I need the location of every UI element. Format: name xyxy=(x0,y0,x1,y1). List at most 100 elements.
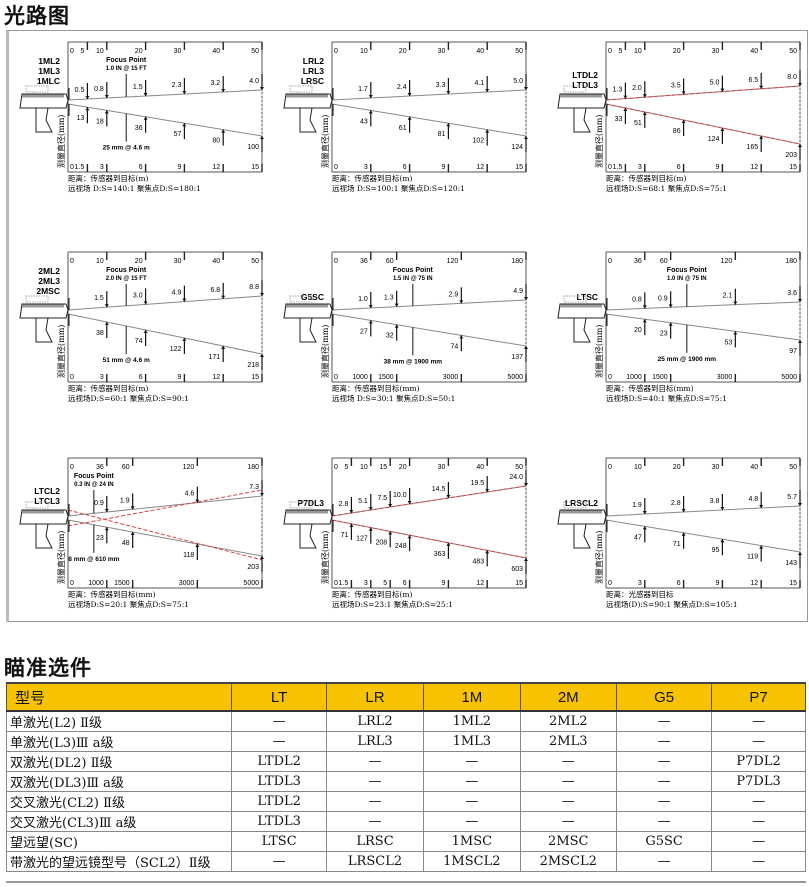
top-tick-label: 40 xyxy=(476,48,484,55)
lower-value-label: 208 xyxy=(376,539,388,546)
top-tick-label: 40 xyxy=(212,48,220,55)
arrow-head xyxy=(182,338,187,341)
sight-scope-outline xyxy=(25,85,49,93)
bottom-tick-label: 6 xyxy=(403,580,407,587)
top-tick-label: 36 xyxy=(96,464,104,471)
arrow-head xyxy=(221,89,226,92)
gun-grip xyxy=(35,523,53,549)
beam-upper-edge xyxy=(331,299,527,311)
y-axis-label: 测量直径(mm) xyxy=(56,115,66,168)
top-tick-label: 20 xyxy=(673,48,681,55)
arrow-head xyxy=(759,545,764,549)
top-tick-label: 120 xyxy=(447,258,459,265)
y-axis-label: 测量直径(mm) xyxy=(56,325,66,378)
table-cell: — xyxy=(615,791,713,812)
table-cell: — xyxy=(615,731,713,752)
bottom-tick-label: 6 xyxy=(139,374,143,381)
arrow-head xyxy=(720,128,725,131)
sight-scope-outline xyxy=(563,295,587,303)
lower-value-label: 81 xyxy=(438,131,446,138)
upper-value-label: 1.9 xyxy=(120,497,130,504)
table-cell: G5SC xyxy=(615,831,713,852)
bottom-tick-label: 15 xyxy=(515,164,523,171)
lower-value-label: 51 xyxy=(634,120,642,127)
optical-diagrams-frame xyxy=(6,30,808,622)
lower-value-label: 53 xyxy=(725,339,733,346)
arrow-head xyxy=(759,505,764,508)
beam-upper-edge xyxy=(331,89,527,101)
arrow-head xyxy=(642,112,647,115)
sight-scope-outline xyxy=(289,501,313,509)
arrow-head xyxy=(260,493,264,496)
model-label: 2MSC xyxy=(36,286,60,296)
arrow-head xyxy=(623,95,628,99)
arrow-head xyxy=(446,91,451,94)
ratio-caption: 远视场D:S=20:1 聚焦点D:S=75:1 xyxy=(68,599,189,609)
arrow-head xyxy=(668,322,673,326)
lower-value-label: 119 xyxy=(747,554,758,561)
arrow-head xyxy=(388,531,393,535)
top-tick-label: 0 xyxy=(608,464,612,471)
table-cell: 1MSCL2 xyxy=(423,851,521,872)
arrow-head xyxy=(681,509,686,512)
lower-value-label: 124 xyxy=(511,144,523,151)
sight-scope-outline xyxy=(25,501,49,509)
column-header: LT xyxy=(231,682,327,712)
bottom-tick-label: 3000 xyxy=(179,580,195,587)
arrow-head xyxy=(143,301,148,305)
gun-grip xyxy=(35,317,53,343)
upper-value-label: 3.6 xyxy=(787,290,797,297)
arrow-head xyxy=(681,532,686,536)
arrow-head xyxy=(368,110,373,114)
focus-point-title: Focus Point xyxy=(106,57,147,64)
laser-line xyxy=(67,489,263,527)
bottom-tick-label: 1000 xyxy=(88,580,104,587)
focus-point-metric: 8 mm @ 610 mm xyxy=(68,556,119,563)
lower-value-label: 95 xyxy=(712,547,720,554)
bottom-tick-label: 0 xyxy=(608,374,612,381)
lower-value-label: 71 xyxy=(673,541,681,548)
table-cell: LTDL2 xyxy=(231,751,327,772)
arrow-head xyxy=(459,300,464,304)
top-tick-label: 10 xyxy=(96,258,104,265)
aiming-options-heading: 瞄准选件 xyxy=(4,656,92,680)
focus-point-inches: 0.3 IN @ 24 IN xyxy=(74,482,114,488)
upper-value-label: 4.9 xyxy=(172,290,182,297)
bottom-tick-label: 12 xyxy=(212,374,220,381)
arrow-head xyxy=(143,116,148,120)
arrow-head xyxy=(407,93,412,96)
arrow-head xyxy=(368,95,373,98)
arrow-head xyxy=(642,94,647,98)
lower-value-label: 248 xyxy=(395,543,407,550)
table-cell: — xyxy=(231,710,327,732)
top-tick-label: 5 xyxy=(80,48,84,55)
table-cell: LRSCL2 xyxy=(325,851,425,872)
arrow-head xyxy=(182,91,187,94)
arrow-head xyxy=(798,552,802,555)
lower-value-label: 23 xyxy=(96,535,104,542)
upper-value-label: 4.0 xyxy=(249,78,259,85)
bottom-tick-label: 0 xyxy=(334,374,338,381)
table-cell: 1ML3 xyxy=(423,731,521,752)
table-cell: 双激光(DL2) Ⅱ级 xyxy=(5,751,233,772)
arrow-head xyxy=(104,304,109,308)
lower-value-label: 165 xyxy=(747,144,759,151)
column-header: 1M xyxy=(423,682,521,712)
arrow-head xyxy=(524,136,528,139)
bottom-tick-label: 3 xyxy=(100,374,104,381)
lower-value-label: 47 xyxy=(634,534,642,541)
bottom-tick-label: 5000 xyxy=(507,374,523,381)
top-tick-label: 50 xyxy=(251,258,259,265)
table-cell: 交叉激光(CL2) Ⅱ级 xyxy=(5,791,233,812)
bottom-tick-label: 15 xyxy=(251,164,259,171)
ratio-caption: 远视场D:S=40:1 聚焦点D:S=75:1 xyxy=(606,393,727,403)
arrow-head xyxy=(85,96,90,99)
table-cell: — xyxy=(325,751,425,772)
arrow-head xyxy=(459,335,464,339)
table-cell: — xyxy=(615,751,713,772)
